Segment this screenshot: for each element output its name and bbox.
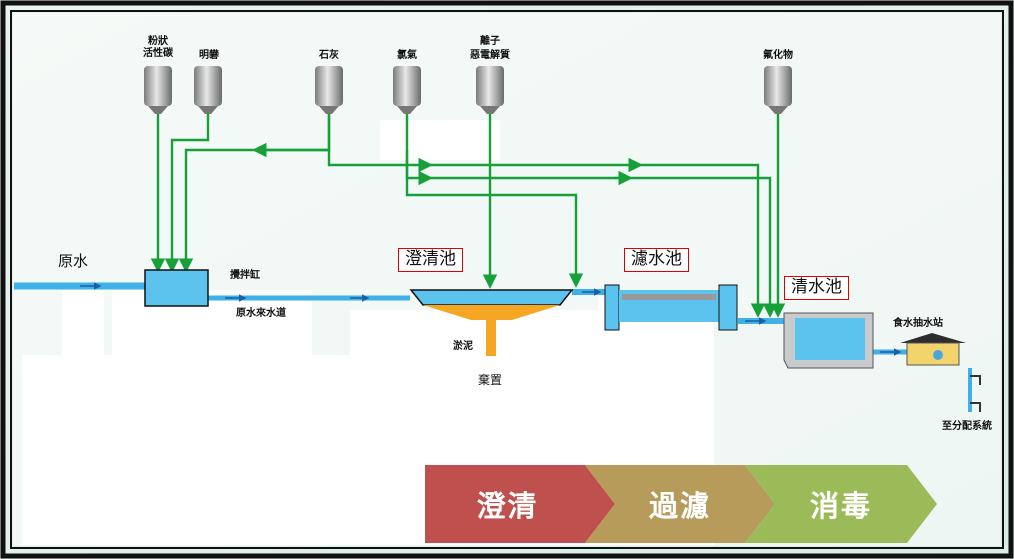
hopper-alum — [194, 66, 222, 114]
label-disposal: 棄置 — [478, 373, 503, 387]
step-filtration: 過濾 — [585, 465, 775, 543]
clarifier-tank — [409, 289, 574, 356]
mixing-tank — [144, 269, 209, 307]
label-filter: 濾水池 — [624, 248, 689, 272]
hopper-lime — [315, 66, 343, 114]
white-block — [62, 290, 104, 358]
inner-border — [10, 10, 1004, 549]
label-clarifier: 澄清池 — [398, 248, 463, 272]
label-pump-station: 食水抽水站 — [893, 318, 943, 329]
step-disinfection: 消毒 — [745, 465, 937, 543]
hopper-fluoride — [764, 66, 792, 114]
white-block — [380, 120, 500, 160]
clear-well — [783, 312, 874, 369]
label-raw-water: 原水 — [58, 252, 89, 270]
tap-icons — [970, 375, 981, 412]
label-lime: 石灰 — [319, 50, 339, 61]
label-chlorine: 氯氣 — [397, 50, 417, 61]
hopper-pac — [144, 66, 172, 114]
step-clarification: 澄清 — [425, 465, 615, 543]
label-raw-channel: 原水來水道 — [236, 308, 286, 319]
label-clear-well: 清水池 — [784, 276, 849, 300]
chemical-pipes — [150, 114, 786, 318]
label-electrolyte-line2: 惡電解質 — [470, 50, 510, 61]
label-electrolyte-line1: 離子 — [480, 36, 500, 47]
label-pac: 粉狀 活性碳 — [143, 36, 173, 59]
hopper-chlorine — [393, 66, 421, 114]
hopper-electrolyte — [476, 66, 504, 114]
label-distribution: 至分配系統 — [942, 421, 992, 432]
label-alum: 明礬 — [199, 50, 219, 61]
filter-tank — [604, 284, 738, 331]
label-mixing-tank: 攪拌缸 — [230, 270, 260, 281]
label-fluoride: 氟化物 — [763, 50, 793, 61]
label-sludge: 淤泥 — [453, 341, 473, 352]
pump-station — [900, 333, 966, 366]
